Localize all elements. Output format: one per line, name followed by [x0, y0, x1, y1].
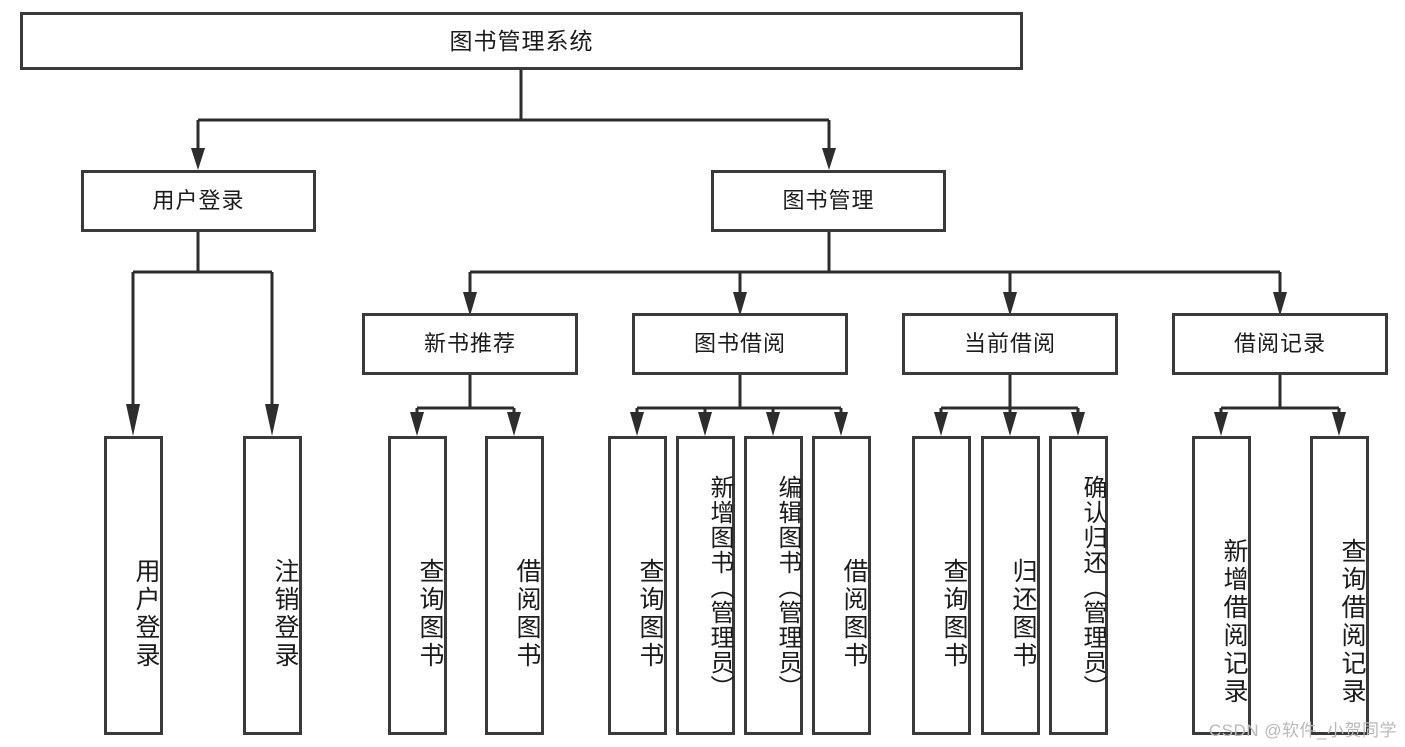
- arrowhead-cb-l2: [1003, 412, 1017, 436]
- node-root-system[interactable]: 图书管理系统: [20, 12, 1023, 70]
- node-leaf-return-book[interactable]: 归还图书: [981, 436, 1040, 735]
- node-leaf-borrow-book-bb[interactable]: 借阅图书: [812, 436, 871, 735]
- node-leaf-label: 查询图书: [636, 557, 664, 670]
- node-leaf-query-borrow-record[interactable]: 查询借阅记录: [1310, 436, 1369, 735]
- node-leaf-add-borrow-record[interactable]: 新增借阅记录: [1192, 436, 1251, 735]
- node-borrow-record-label: 借阅记录: [1233, 331, 1326, 356]
- node-book-borrow[interactable]: 图书借阅: [632, 313, 848, 375]
- node-leaf-label: 确认归还（管理员）: [1079, 475, 1106, 700]
- node-new-book-recommend[interactable]: 新书推荐: [362, 313, 578, 375]
- node-leaf-borrow-book-nb[interactable]: 借阅图书: [485, 436, 544, 735]
- node-leaf-add-book-admin[interactable]: 新增图书（管理员）: [676, 436, 735, 735]
- arrowhead-br-l2: [1332, 412, 1346, 436]
- arrowhead-bb-l3: [766, 412, 780, 436]
- node-leaf-query-book-bb[interactable]: 查询图书: [608, 436, 667, 735]
- node-leaf-label: 归还图书: [1009, 557, 1037, 670]
- node-leaf-user-login[interactable]: 用户登录: [104, 436, 163, 735]
- arrowhead-bb-l1: [630, 412, 644, 436]
- node-borrow-record[interactable]: 借阅记录: [1172, 313, 1388, 375]
- node-leaf-query-book-nb[interactable]: 查询图书: [388, 436, 447, 735]
- node-leaf-query-book-cb[interactable]: 查询图书: [912, 436, 971, 735]
- node-leaf-label: 新增图书（管理员）: [706, 475, 733, 700]
- node-leaf-edit-book-admin[interactable]: 编辑图书（管理员）: [744, 436, 803, 735]
- arrowhead-book-manage: [822, 148, 836, 170]
- arrowhead-nb-l2: [507, 412, 521, 436]
- node-leaf-confirm-return-admin[interactable]: 确认归还（管理员）: [1049, 436, 1108, 735]
- arrowhead-br-l1: [1214, 412, 1228, 436]
- node-book-borrow-label: 图书借阅: [693, 331, 786, 356]
- node-book-manage[interactable]: 图书管理: [711, 170, 946, 232]
- node-leaf-label: 查询图书: [416, 557, 444, 670]
- arrowhead-cb-l1: [934, 412, 948, 436]
- arrowhead-bb-l2: [698, 412, 712, 436]
- arrowhead-ul-leaf2: [265, 404, 279, 436]
- node-book-manage-label: 图书管理: [782, 188, 875, 213]
- node-leaf-label: 注销登录: [271, 557, 299, 670]
- node-new-book-recommend-label: 新书推荐: [423, 331, 516, 356]
- node-leaf-label: 用户登录: [132, 557, 160, 670]
- arrowhead-cb-l3: [1071, 412, 1085, 436]
- node-root-label: 图书管理系统: [449, 27, 594, 54]
- node-leaf-label: 借阅图书: [840, 557, 868, 670]
- csdn-watermark: CSDN @软件_小贺同学: [1208, 721, 1397, 740]
- node-user-login[interactable]: 用户登录: [81, 170, 316, 232]
- node-leaf-label: 编辑图书（管理员）: [774, 475, 801, 700]
- node-leaf-label: 查询图书: [940, 557, 968, 670]
- arrowhead-user-login: [191, 148, 205, 170]
- node-leaf-logout-login[interactable]: 注销登录: [243, 436, 302, 735]
- node-user-login-label: 用户登录: [152, 188, 245, 213]
- arrowhead-nb-l1: [410, 412, 424, 436]
- arrowhead-bb-l4: [834, 412, 848, 436]
- node-current-borrow-label: 当前借阅: [963, 331, 1056, 356]
- node-leaf-label: 查询借阅记录: [1338, 537, 1366, 706]
- arrowhead-ul-leaf1: [126, 404, 140, 436]
- node-leaf-label: 借阅图书: [513, 557, 541, 670]
- node-current-borrow[interactable]: 当前借阅: [902, 313, 1118, 375]
- node-leaf-label: 新增借阅记录: [1220, 537, 1248, 706]
